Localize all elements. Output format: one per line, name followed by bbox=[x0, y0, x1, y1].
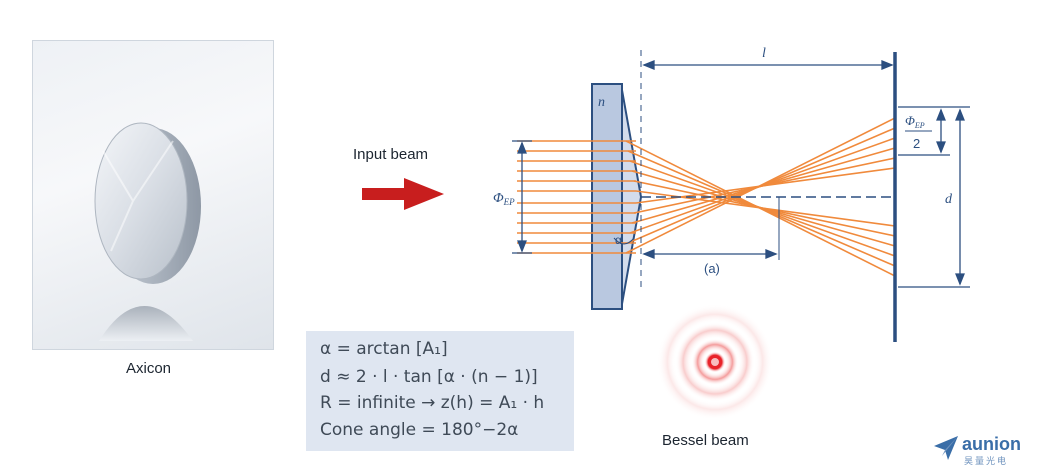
logo-subtitle: 昊量光电 bbox=[964, 456, 1009, 466]
input-rays bbox=[517, 140, 636, 254]
angle-label: α bbox=[615, 233, 622, 247]
bessel-beam-caption: Bessel beam bbox=[662, 432, 749, 449]
zone-label: (a) bbox=[704, 261, 720, 276]
angle-arc bbox=[613, 237, 635, 245]
aunion-logo: aunion 昊量光电 bbox=[930, 432, 1030, 466]
formula-box: α = arctan [A₁] d ≈ 2 · l · tan [α · (n … bbox=[306, 331, 574, 451]
half-diameter-arrow bbox=[898, 106, 970, 156]
lens-index-label: n bbox=[598, 95, 605, 110]
refracted-rays-down bbox=[625, 140, 896, 277]
distance-label: l bbox=[762, 46, 766, 61]
formula-alpha: α = arctan [A₁] bbox=[320, 339, 448, 359]
formula-diameter: d ≈ 2 · l · tan [α · (n − 1)] bbox=[320, 367, 538, 387]
input-beam-caption: Input beam bbox=[353, 146, 429, 163]
axicon-photo bbox=[32, 40, 274, 350]
refracted-rays-up bbox=[625, 117, 896, 254]
logo-name: aunion bbox=[962, 434, 1021, 454]
input-diameter-arrow bbox=[512, 140, 532, 254]
axicon-lens bbox=[591, 83, 643, 310]
half-diameter-label: ΦEP bbox=[905, 113, 925, 130]
axicon-caption: Axicon bbox=[126, 360, 172, 377]
formula-cone-angle: Cone angle = 180°−2α bbox=[320, 420, 519, 440]
input-diameter-label: ΦEP bbox=[493, 191, 515, 207]
logo-plane-icon bbox=[934, 436, 958, 460]
output-diameter-label: d bbox=[945, 192, 953, 207]
zone-arrow bbox=[642, 249, 778, 259]
formula-radius: R = infinite → z(h) = A₁ · h bbox=[320, 393, 545, 413]
bessel-beam-center bbox=[711, 358, 719, 366]
output-diameter-arrow bbox=[898, 108, 970, 288]
half-diameter-den: 2 bbox=[913, 136, 920, 151]
input-arrow-icon bbox=[362, 178, 444, 210]
distance-l-arrow bbox=[642, 60, 894, 70]
